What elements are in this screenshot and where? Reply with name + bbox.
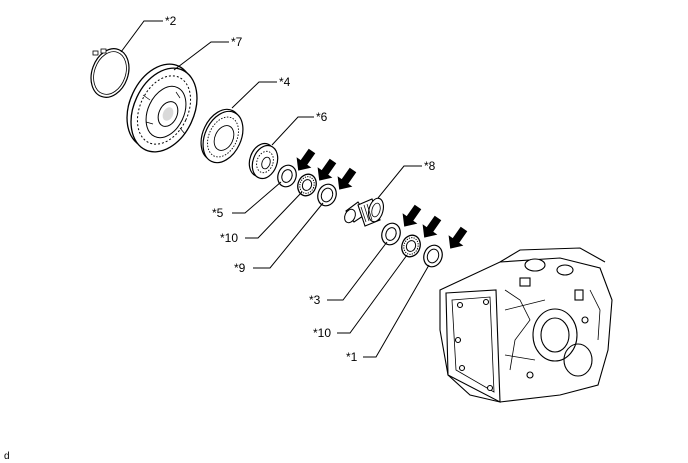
arrow-marker-4 xyxy=(402,204,422,227)
part-thrust-bearing-lower xyxy=(401,234,421,258)
figure-code: d xyxy=(4,451,10,462)
callout-6: *6 xyxy=(316,110,328,124)
callout-8: *8 xyxy=(424,159,436,173)
callout-10-upper: *10 xyxy=(220,231,238,245)
part-ring-gear-drum xyxy=(126,63,198,153)
callout-5: *5 xyxy=(212,206,224,220)
indicator-arrows xyxy=(296,148,468,249)
arrow-marker-3 xyxy=(337,167,357,190)
arrow-marker-2 xyxy=(317,158,337,181)
part-thrust-bearing-upper xyxy=(297,173,317,197)
callout-labels: *2 *7 *4 *6 *8 *5 *10 *9 *3 *10 *1 d xyxy=(4,14,436,462)
part-planetary-gear xyxy=(200,108,244,164)
arrow-marker-5 xyxy=(422,215,442,238)
callout-7: *7 xyxy=(231,35,243,49)
callout-4: *4 xyxy=(279,75,291,89)
part-thrust-washer xyxy=(277,164,297,188)
leader-lines xyxy=(120,20,430,358)
part-gear xyxy=(248,142,279,180)
part-shaft xyxy=(344,197,384,227)
part-snap-ring xyxy=(90,48,130,98)
callout-2: *2 xyxy=(165,14,177,28)
part-thrust-washer-2 xyxy=(381,222,401,246)
part-washer xyxy=(317,183,337,207)
part-transaxle-case xyxy=(439,247,613,403)
callout-3: *3 xyxy=(309,293,321,307)
callout-9: *9 xyxy=(234,261,246,275)
callout-1: *1 xyxy=(346,350,358,364)
part-washer-2 xyxy=(423,244,443,268)
arrow-marker-6 xyxy=(448,226,468,249)
callout-10-lower: *10 xyxy=(313,326,331,340)
arrow-marker-1 xyxy=(296,148,316,171)
